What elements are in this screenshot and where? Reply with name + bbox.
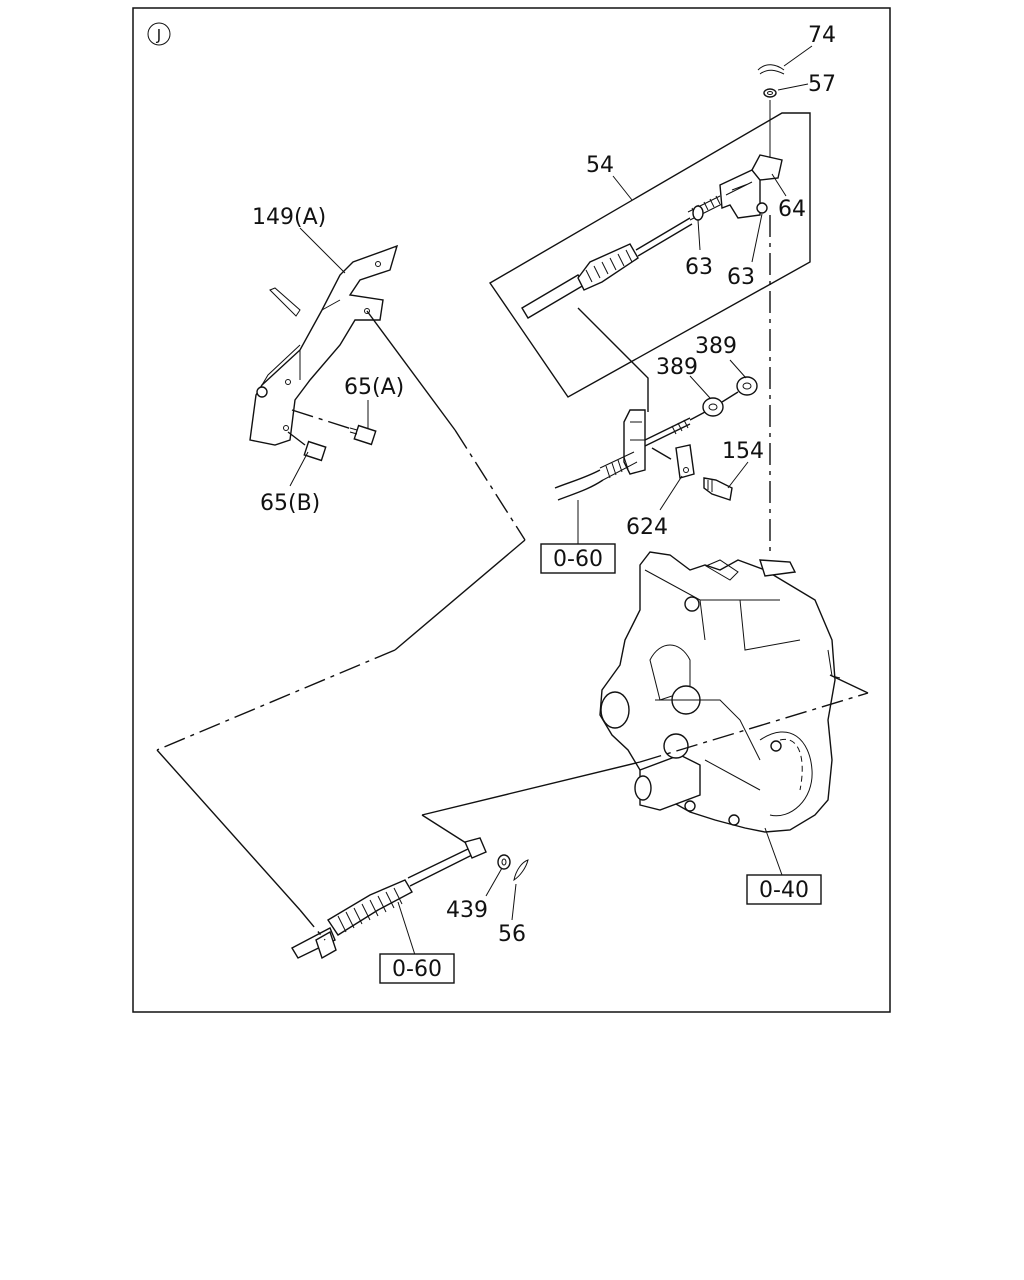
dash-cable-to-housing: [639, 692, 869, 763]
diagram-frame: [132, 7, 891, 1013]
label-74: 74: [808, 23, 836, 48]
leader-63a: [697, 219, 701, 251]
label-65b: 65(B): [260, 491, 320, 516]
ref-box-lower: 0-60: [379, 953, 455, 984]
label-63b: 63: [727, 265, 755, 290]
lower-cable: [291, 837, 487, 960]
label-439: 439: [446, 898, 488, 923]
label-65a: 65(A): [344, 375, 404, 400]
label-389a: 389: [656, 355, 698, 380]
leader-cable54-middle: [577, 307, 649, 412]
bolt-65a: [291, 409, 377, 446]
pedal-bracket-149a: [249, 244, 399, 446]
label-64: 64: [778, 197, 806, 222]
section-marker-letter: J: [156, 26, 161, 44]
washer-439: [497, 854, 511, 870]
leader-624: [659, 475, 683, 511]
leader-54: [612, 175, 633, 201]
leader-63b: [751, 213, 763, 263]
leader-439: [485, 867, 503, 897]
label-389b: 389: [695, 334, 737, 359]
leader-149a: [299, 227, 346, 274]
leader-57: [777, 83, 809, 91]
leader-74: [783, 45, 813, 67]
clip-74: [757, 64, 785, 75]
dash-to-cable-end: [299, 909, 326, 941]
label-54: 54: [586, 153, 614, 178]
transmission-housing: [599, 551, 841, 833]
leader-389b: [729, 359, 747, 379]
leader-left-corner: [156, 749, 301, 911]
bolt-65b: [287, 431, 327, 462]
clip-56: [513, 859, 529, 882]
switch-154: [703, 477, 733, 501]
ref-upper-text: 0-60: [553, 547, 603, 572]
ref-lower-text: 0-60: [392, 957, 442, 982]
dash-bracket-down: [454, 429, 526, 541]
ref-box-upper: 0-60: [540, 543, 616, 574]
leader-ref-lower: [397, 901, 416, 956]
leader-ref-trans: [764, 827, 783, 876]
leader-bracket-to-lower-cable-a: [366, 310, 456, 431]
leader-housing-right: [829, 674, 869, 694]
nuts-389: [689, 376, 758, 421]
leader-65b: [289, 451, 309, 487]
dash-lower-left: [156, 649, 396, 751]
washer-57: [763, 88, 777, 98]
leader-cable-to-housing: [421, 761, 641, 844]
upper-cable: [521, 195, 723, 319]
section-marker: J: [147, 22, 171, 46]
nut-63: [692, 205, 704, 221]
ref-trans-text: 0-40: [759, 878, 809, 903]
ref-box-trans: 0-40: [746, 874, 822, 905]
cable-bracket-middle: [623, 409, 695, 479]
leader-389a: [689, 375, 711, 399]
label-63a: 63: [685, 255, 713, 280]
label-154: 154: [722, 439, 764, 464]
leader-154: [727, 461, 749, 489]
label-624: 624: [626, 515, 668, 540]
leader-bracket-to-lower-cable-b: [394, 539, 526, 651]
leader-56: [511, 883, 517, 921]
leader-64: [771, 173, 787, 197]
label-57: 57: [808, 72, 836, 97]
cable-assembly-54-bracket-outline: [488, 112, 811, 398]
label-56: 56: [498, 922, 526, 947]
cable-middle: [554, 451, 638, 501]
cable-clip-64: [719, 154, 783, 219]
label-149a: 149(A): [252, 205, 326, 230]
